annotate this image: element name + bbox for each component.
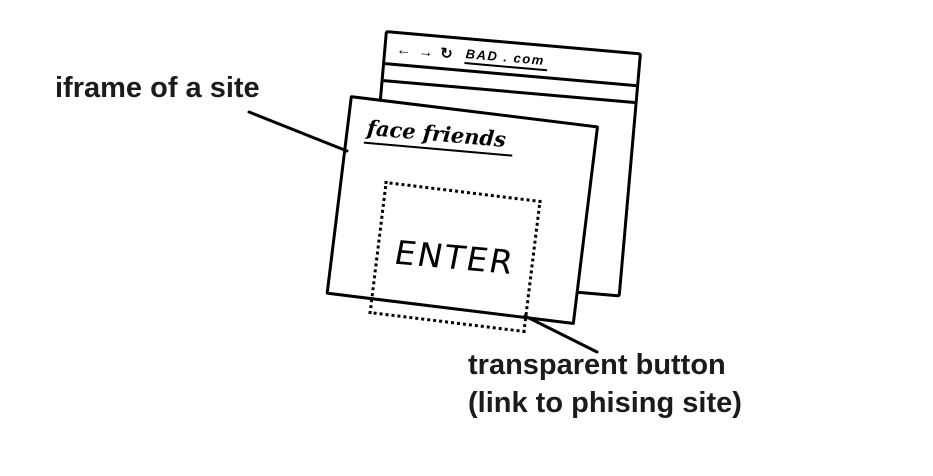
iframe-overlay-window: face friends ENTER bbox=[325, 95, 600, 334]
transparent-button-label-line1: transparent button bbox=[468, 349, 726, 381]
enter-button-label: ENTER bbox=[391, 232, 519, 282]
iframe-of-site-label: iframe of a site bbox=[55, 72, 260, 104]
forward-icon[interactable]: → bbox=[417, 42, 434, 61]
refresh-icon[interactable]: ↻ bbox=[439, 44, 454, 63]
iframe-pointer-line bbox=[247, 110, 349, 153]
address-bar-text: BAD . com bbox=[463, 46, 549, 72]
back-icon[interactable]: ← bbox=[395, 40, 413, 59]
transparent-phishing-button[interactable]: ENTER bbox=[368, 180, 542, 334]
transparent-button-label: transparent button (link to phising site… bbox=[468, 346, 742, 423]
face-friends-logo: face friends bbox=[363, 114, 515, 157]
transparent-button-label-line2: (link to phising site) bbox=[468, 387, 742, 420]
